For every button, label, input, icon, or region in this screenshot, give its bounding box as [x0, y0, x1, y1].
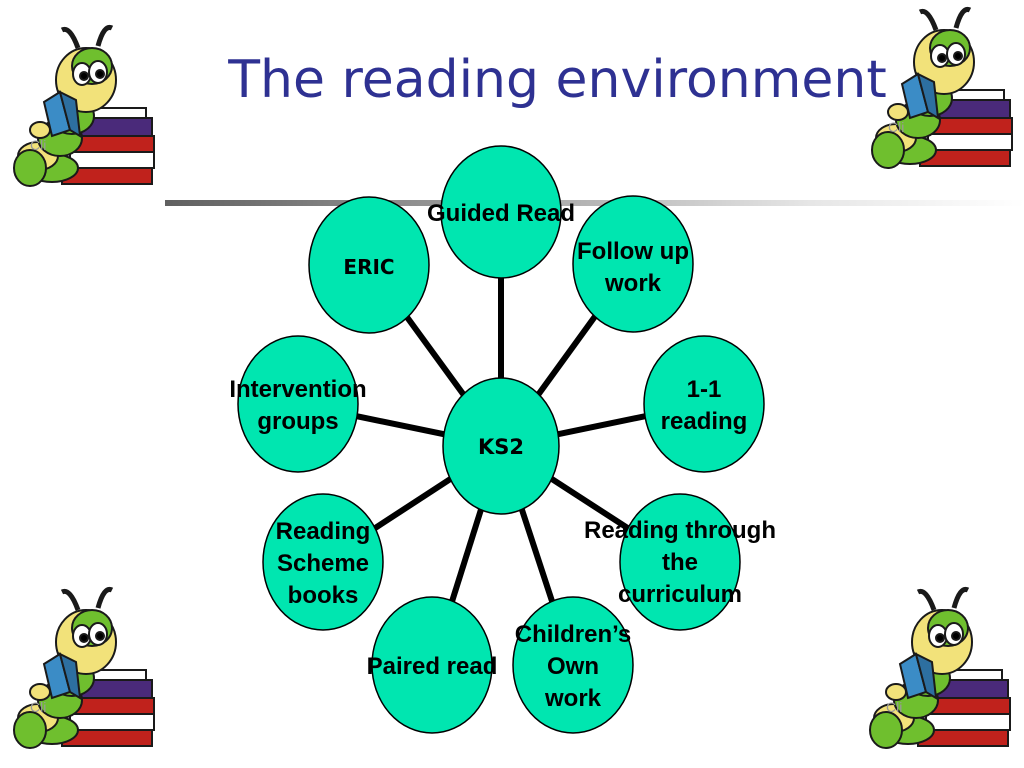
- node-label-line: groups: [257, 408, 338, 435]
- node-label-one-to-one-reading: 1-1 reading: [661, 376, 748, 435]
- node-label-line: Intervention: [229, 376, 366, 403]
- diagram-circles: [237, 145, 765, 734]
- bookworm-bottom-right-icon: Cli: [856, 580, 1024, 755]
- node-label-guided-read: Guided Read: [427, 200, 575, 227]
- node-follow-up-work: [572, 195, 694, 333]
- title-divider: [165, 200, 1024, 206]
- node-label-reading-through-curriculum: Reading through the curriculum: [584, 517, 776, 608]
- node-label-follow-up-work: Follow up work: [577, 238, 689, 297]
- node-label-line: 1-1: [687, 376, 722, 403]
- node-center-ks2: [442, 377, 560, 515]
- bookworm-bottom-left-icon: Cli: [0, 580, 170, 755]
- node-label-intervention-groups: Intervention groups: [229, 376, 366, 435]
- node-label-line: Follow up: [577, 238, 689, 265]
- slide-title: The reading environment: [228, 50, 887, 110]
- node-label-line: Children’s: [515, 621, 631, 648]
- node-label-line: the: [662, 549, 698, 576]
- node-label-line: Guided Read: [427, 200, 575, 227]
- node-label-line: reading: [661, 408, 748, 435]
- node-intervention-groups: [237, 335, 359, 473]
- node-label-line: Reading: [276, 518, 371, 545]
- svg-text:Cli: Cli: [30, 137, 46, 153]
- node-label-line: books: [288, 582, 359, 609]
- node-label-line: Scheme: [277, 550, 369, 577]
- node-paired-read: [371, 596, 493, 734]
- node-label-line: work: [604, 270, 662, 297]
- node-label-line: work: [544, 685, 602, 712]
- node-label-line: ERIC: [343, 255, 394, 279]
- node-guided-read: [440, 145, 562, 279]
- svg-text:Cli: Cli: [888, 119, 904, 135]
- node-reading-scheme-books: [262, 493, 384, 631]
- center-label: KS2: [478, 435, 524, 459]
- node-label-line: Own: [547, 653, 599, 680]
- svg-text:Cli: Cli: [30, 699, 46, 715]
- node-label-eric: ERIC: [343, 255, 394, 279]
- bookworm-top-left-icon: Cli: [0, 18, 170, 193]
- bookworm-top-right-icon: Cli: [858, 0, 1024, 175]
- node-reading-through-curriculum: [619, 493, 741, 631]
- svg-text:Cli: Cli: [886, 699, 902, 715]
- node-one-to-one-reading: [643, 335, 765, 473]
- node-label-line: Reading through: [584, 517, 776, 544]
- node-childrens-own-work: [512, 596, 634, 734]
- node-label-line: Paired read: [367, 653, 498, 680]
- node-label-line: curriculum: [618, 581, 742, 608]
- node-eric: [308, 196, 430, 334]
- node-label-paired-read: Paired read: [367, 653, 498, 680]
